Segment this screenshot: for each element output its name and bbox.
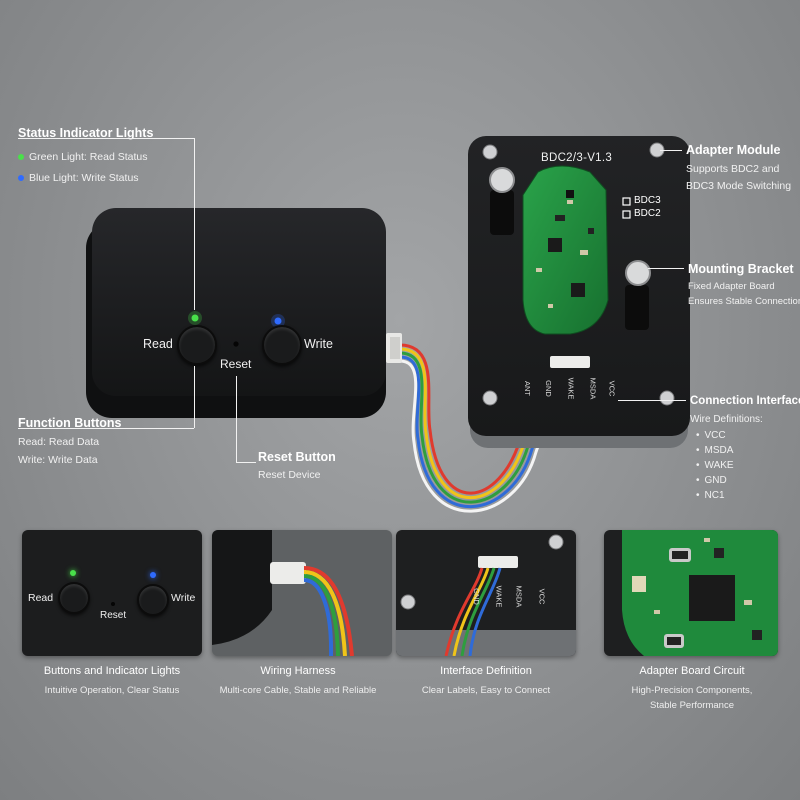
write-label: Write [304, 337, 333, 351]
function-buttons-title: Function Buttons [18, 416, 122, 430]
panel-pin-gnd: GND [471, 588, 481, 605]
panel4-sub2: Stable Performance [650, 700, 734, 711]
green-led-icon [70, 570, 76, 576]
detail-panel-wiring [212, 530, 392, 656]
wire-def-item: NC1 [696, 490, 725, 501]
panel1-title: Buttons and Indicator Lights [43, 665, 181, 677]
interface-closeup [396, 534, 576, 656]
mounting-bracket-line2: Ensures Stable Connection [688, 296, 800, 307]
panel-reset-label: Reset [100, 610, 127, 621]
panel4-title: Adapter Board Circuit [639, 665, 745, 677]
reset-leader-v [236, 376, 237, 462]
wiring-closeup [212, 530, 354, 656]
wire-def-item: VCC [696, 430, 726, 441]
connection-interface-title: Connection Interface [690, 395, 800, 407]
programmer-device [86, 208, 402, 418]
read-button[interactable] [177, 325, 217, 365]
bracket-leader [648, 268, 684, 269]
panel-read-label: Read [28, 592, 54, 604]
circuit-closeup [622, 530, 778, 656]
adapter-module-line2: BDC3 Mode Switching [686, 180, 792, 192]
function-leader-h [18, 428, 194, 429]
panel3-title: Interface Definition [440, 665, 532, 677]
board-title: BDC2/3-V1.3 [541, 152, 613, 164]
adapter-leader [660, 150, 682, 151]
panel-read-button[interactable] [58, 582, 90, 614]
main-chip [689, 575, 735, 621]
reset-leader-h [236, 462, 256, 463]
adapter-module-line1: Supports BDC2 and [686, 163, 780, 175]
detail-panel-circuit [604, 530, 778, 656]
pin-label-wake: WAKE [566, 377, 576, 400]
mounting-bracket-line1: Fixed Adapter Board [688, 281, 775, 292]
panel-write-label: Write [171, 592, 196, 604]
adapter-module-title: Adapter Module [686, 143, 781, 157]
mode-bdc3-label: BDC3 [634, 195, 661, 206]
write-desc: Write: Write Data [18, 454, 98, 466]
read-label: Read [143, 337, 173, 351]
panel-pin-wake: WAKE [494, 585, 504, 608]
pin-label-vcc: VCC [607, 380, 617, 397]
reset-button-title: Reset Button [258, 450, 336, 464]
green-light-desc: Green Light: Read Status [18, 151, 148, 163]
pin-labels: ANT GND WAKE MSDA VCC [520, 378, 620, 408]
read-desc: Read: Read Data [18, 436, 100, 448]
pin-label-ant: ANT [523, 381, 532, 396]
blue-light-desc: Blue Light: Write Status [18, 172, 139, 184]
wire-def-item: WAKE [696, 460, 734, 471]
green-dot-icon [18, 154, 24, 161]
wire-def-item: MSDA [696, 445, 734, 456]
mode-bdc2-label: BDC2 [634, 208, 661, 219]
status-leader-h [18, 138, 194, 139]
panel2-sub: Multi-core Cable, Stable and Reliable [219, 685, 377, 696]
mounting-bracket-title: Mounting Bracket [688, 262, 794, 276]
write-button[interactable] [262, 325, 302, 365]
panel-pin-msda: MSDA [514, 585, 524, 608]
adapter-module [468, 136, 690, 448]
bracket-screw-top [489, 167, 515, 193]
wire-def-item: GND [696, 475, 727, 486]
detail-panel-interface: GND WAKE MSDA VCC [396, 530, 576, 656]
status-lights-title: Status Indicator Lights [18, 126, 154, 140]
panel1-sub: Intuitive Operation, Clear Status [44, 685, 180, 696]
panel-pin-vcc: VCC [537, 588, 547, 605]
bracket-screw-bottom [625, 260, 651, 286]
panel-write-button[interactable] [137, 584, 169, 616]
blue-led [274, 317, 282, 325]
panel3-sub: Clear Labels, Easy to Connect [421, 685, 551, 696]
green-led [191, 314, 199, 322]
pin-label-gnd: GND [543, 380, 553, 397]
panel2-title: Wiring Harness [260, 665, 336, 677]
reset-label: Reset [220, 357, 252, 371]
function-leader-v [194, 366, 195, 428]
connection-leader [618, 400, 686, 401]
blue-led-icon [150, 572, 156, 578]
blue-dot-icon [18, 175, 24, 182]
panel4-sub1: High-Precision Components, [631, 685, 753, 696]
wire-definitions-label: Wire Definitions: [690, 414, 763, 425]
detail-panel-buttons: Read Write Reset [22, 530, 202, 656]
pin-label-msda: MSDA [588, 377, 598, 400]
status-leader-v [194, 138, 195, 310]
reset-button-desc: Reset Device [258, 469, 321, 481]
